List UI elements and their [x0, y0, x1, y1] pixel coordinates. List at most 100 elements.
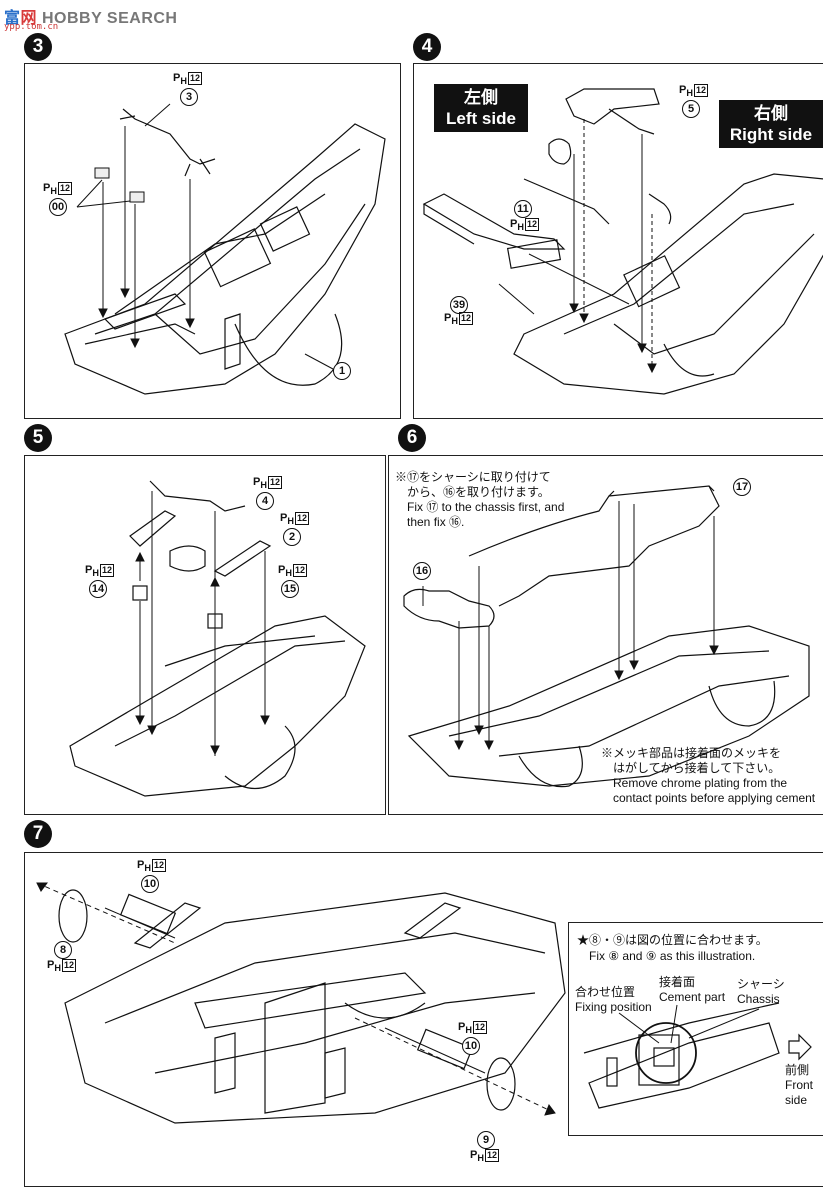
part-number: 14: [89, 580, 107, 598]
watermark-char-a: 富: [4, 10, 21, 27]
chrome-note-en-2: contact points before applying cement: [613, 791, 816, 805]
part-number: 9: [477, 1131, 495, 1149]
part-number: 8: [54, 941, 72, 959]
part-number: 39: [450, 296, 468, 314]
step-3-badge: 3: [24, 33, 52, 61]
chrome-note-jp-2: はがしてから接着して下さい。: [613, 761, 781, 775]
chassis-jp: シャーシ: [737, 977, 785, 991]
part-number: 00: [49, 198, 67, 216]
part-number: 11: [514, 200, 532, 218]
ph-letter: P: [173, 72, 181, 84]
part-number: 5: [682, 100, 700, 118]
step-7-part-9: 9: [477, 1131, 495, 1149]
ph-number: 12: [693, 84, 708, 97]
step-7-part-8: 8: [54, 941, 72, 959]
step-4-badge: 4: [413, 33, 441, 61]
ph-letter: P: [43, 182, 51, 194]
ph-number: 12: [294, 512, 309, 525]
step-6-part-16: 16: [413, 562, 431, 580]
step-4-illustration: [422, 88, 823, 395]
ph-sub: H: [50, 186, 57, 197]
note-en-line-1: Fix ⑰ to the chassis first, and: [407, 500, 565, 514]
fix-en: Fixing position: [575, 1000, 652, 1014]
watermark-logo: 富网 HOBBY SEARCH: [4, 4, 177, 28]
inset-title-en: Fix ⑧ and ⑨ as this illustration.: [589, 949, 756, 963]
ph-number: 12: [458, 312, 473, 325]
inset-title-jp: ★⑧・⑨は図の位置に合わせます。: [577, 933, 768, 947]
ph-number: 12: [267, 476, 282, 489]
step-7-detail-inset: ★⑧・⑨は図の位置に合わせます。 Fix ⑧ and ⑨ as this ill…: [568, 922, 823, 1136]
note-en-line-2: then fix ⑯.: [407, 515, 465, 529]
step-3-part-00: 00: [49, 198, 67, 216]
left-side-en: Left side: [446, 109, 516, 128]
part-number: 10: [141, 875, 159, 893]
right-side-jp: 右側: [754, 104, 788, 123]
step-5-part-15: 15: [281, 580, 299, 598]
cement-jp: 接着面: [659, 975, 696, 989]
ph-number: 12: [187, 72, 202, 85]
step-3-illustration: [64, 103, 386, 395]
ph-sub: H: [180, 76, 187, 87]
part-number: 4: [256, 492, 274, 510]
ph-number: 12: [61, 959, 76, 972]
cement-en: Cement part: [659, 990, 726, 1004]
step-5-part-2: 2: [283, 528, 301, 546]
note-jp-line-1: ※⑰をシャーシに取り付けて: [395, 470, 551, 484]
front-jp: 前側: [785, 1063, 810, 1077]
step-5-part-14: 14: [89, 580, 107, 598]
step-7-illustration: [36, 882, 566, 1124]
ph-number: 12: [484, 1149, 499, 1162]
ph-number: 12: [151, 859, 166, 872]
part-number: 17: [733, 478, 751, 496]
ph-number: 12: [99, 564, 114, 577]
step-6-chrome-note: ※メッキ部品は接着面のメッキを はがしてから接着して下さい。 Remove ch…: [601, 746, 815, 806]
chassis-en: Chassis: [737, 992, 780, 1006]
ph-number: 12: [524, 218, 539, 231]
part-number: 1: [333, 362, 351, 380]
step-4-part-5: 5: [682, 100, 700, 118]
step-6-illustration: [403, 485, 810, 788]
step-6-part-17: 17: [733, 478, 751, 496]
step-6-order-note: ※⑰をシャーシに取り付けて から、⑯を取り付けます。 Fix ⑰ to the …: [395, 470, 564, 530]
chrome-note-jp-1: ※メッキ部品は接着面のメッキを: [601, 746, 782, 760]
step-7-part-10-left: 10: [141, 875, 159, 893]
step-3-part-1: 1: [333, 362, 351, 380]
chrome-note-en-1: Remove chrome plating from the: [613, 776, 788, 790]
step-5-illustration: [69, 480, 366, 797]
left-side-jp: 左側: [464, 88, 498, 107]
front-en-2: side: [785, 1093, 808, 1107]
watermark-text: HOBBY SEARCH: [41, 10, 178, 27]
note-jp-line-2: から、⑯を取り付けます。: [407, 485, 550, 499]
step-5-part-4: 4: [256, 492, 274, 510]
step-6-panel: ※⑰をシャーシに取り付けて から、⑯を取り付けます。 Fix ⑰ to the …: [388, 455, 823, 815]
watermark-sub: ypp.tom.cn: [4, 22, 59, 32]
part-number: 2: [283, 528, 301, 546]
step-7-part-10-right: 10: [462, 1037, 480, 1055]
part-number: 15: [281, 580, 299, 598]
part-number: 10: [462, 1037, 480, 1055]
ph-number: 12: [292, 564, 307, 577]
step-4-part-11: 11: [514, 200, 532, 218]
ph-number: 12: [472, 1021, 487, 1034]
part-number: 3: [180, 88, 198, 106]
ph-number: 12: [57, 182, 72, 195]
